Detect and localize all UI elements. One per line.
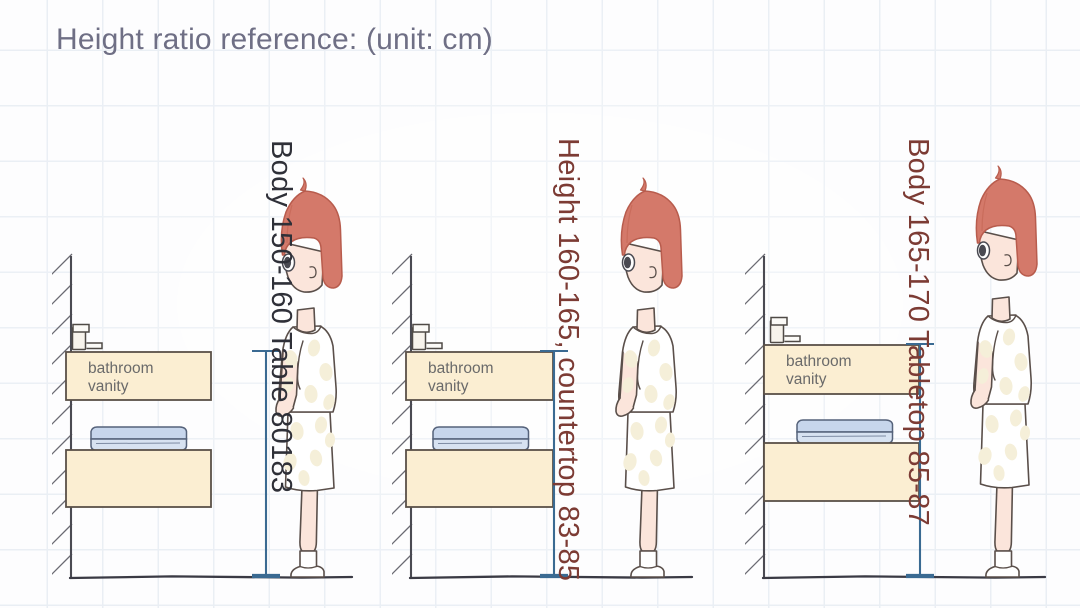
- scene-3: bathroom vanity Body 165-170 Tabletop 85…: [745, 0, 1080, 608]
- scene-2-caption: Height 160-165, countertop 83-85: [552, 138, 584, 582]
- folded-towel: [90, 426, 188, 452]
- height-measure-line: [252, 349, 280, 579]
- face-eye: [281, 253, 296, 272]
- floor-line: [68, 575, 354, 580]
- face-eye: [976, 241, 991, 260]
- scene-1: bathroom vanity Body 150-160 Table 80183: [52, 0, 392, 608]
- faucet-icon: [769, 316, 801, 344]
- vanity-label-3: bathroom vanity: [786, 353, 852, 389]
- scene-3-drawing: [745, 165, 1047, 580]
- scene-2: bathroom vanity Height 160-165, countert…: [392, 0, 742, 608]
- folded-towel: [796, 419, 894, 445]
- polka-dots: [282, 339, 336, 486]
- wall-hatching: [52, 253, 73, 575]
- floor-line: [408, 575, 694, 580]
- polka-dots: [977, 328, 1031, 481]
- person-figure: [970, 165, 1038, 578]
- vanity-countertop: [65, 351, 212, 401]
- hair: [280, 177, 343, 289]
- height-measure-line: [540, 349, 568, 579]
- wall-hatching: [745, 253, 766, 575]
- vanity-cabinet: [405, 449, 554, 508]
- face-eye: [621, 253, 636, 272]
- vanity-cabinet: [65, 449, 212, 508]
- vanity-label-2: bathroom vanity: [428, 360, 494, 396]
- vanity-label-1: bathroom vanity: [88, 360, 154, 396]
- wall-hatching: [392, 253, 413, 575]
- page-title: Height ratio reference: (unit: cm): [56, 23, 493, 56]
- vanity-countertop: [405, 351, 554, 401]
- height-measure-line: [906, 342, 934, 579]
- person-figure: [275, 177, 343, 578]
- hair: [975, 165, 1038, 277]
- scene-2-drawing: [392, 177, 694, 580]
- scene-1-caption: Body 150-160 Table 80183: [265, 140, 297, 494]
- faucet-icon: [71, 323, 103, 351]
- person-figure: [615, 177, 683, 578]
- scene-3-caption: Body 165-170 Tabletop 85-87: [902, 138, 934, 527]
- vanity-cabinet: [763, 442, 920, 502]
- folded-towel: [432, 426, 530, 452]
- vanity-countertop: [763, 344, 920, 395]
- polka-dots: [622, 339, 676, 486]
- scene-1-drawing: [52, 177, 354, 580]
- faucet-icon: [411, 323, 443, 351]
- hair: [620, 177, 683, 289]
